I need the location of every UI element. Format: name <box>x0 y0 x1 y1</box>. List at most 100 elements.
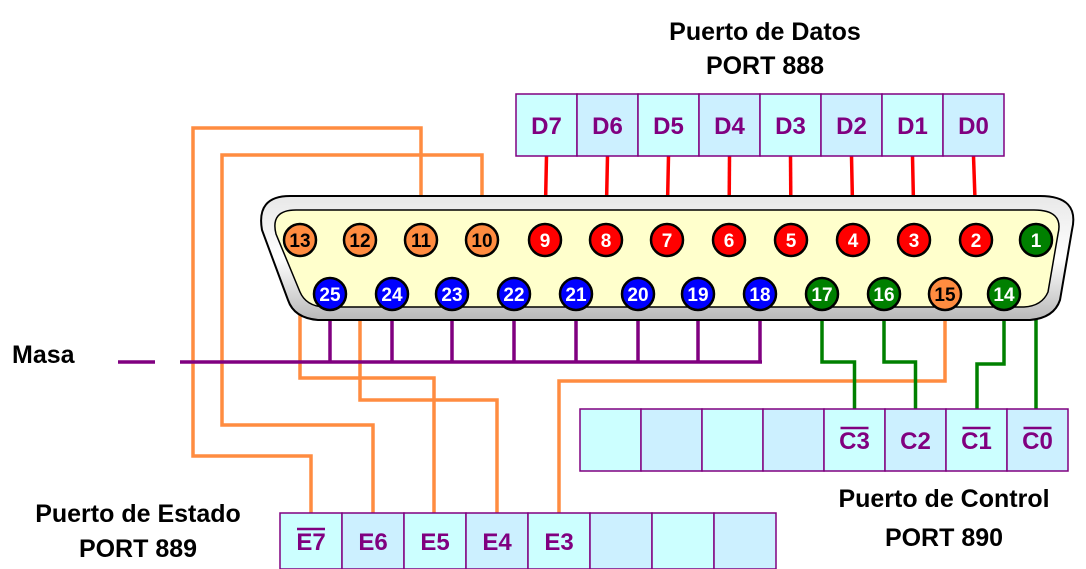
data-port-cell-4 <box>759 93 822 157</box>
pin-8-label: 8 <box>601 231 612 252</box>
pin-16-label: 16 <box>873 285 894 306</box>
status-wire-pin-11 <box>191 126 423 513</box>
pin-21: 21 <box>558 276 594 312</box>
control-wire-pin-16 <box>882 306 918 409</box>
pin-6-circle <box>711 222 747 258</box>
pin-20-label: 20 <box>627 285 648 306</box>
status-wire-pin-12 <box>358 252 499 513</box>
pin-22-circle <box>496 276 532 312</box>
pin-10-circle <box>464 222 500 258</box>
pin-6: 6 <box>711 222 747 258</box>
data-port-cell-7 <box>942 93 1005 157</box>
pin-9: 9 <box>527 222 563 258</box>
control-port-cell-0 <box>579 408 642 472</box>
status-port-bit-E6: E6 <box>358 529 387 556</box>
control-wire-pin-14 <box>975 306 1006 409</box>
data-port-bit-D0: D0 <box>958 113 989 140</box>
pin-22: 22 <box>496 276 532 312</box>
control-port-bit-C1: C1 <box>961 428 992 455</box>
control-port-cell-7 <box>1006 408 1069 472</box>
pin-14-label: 14 <box>993 285 1015 306</box>
status-port-cell-5 <box>589 512 653 569</box>
pin-3-circle <box>896 222 932 258</box>
pin-5-label: 5 <box>786 231 797 252</box>
control-port-cell-6 <box>945 408 1008 472</box>
data-port-cell-3 <box>698 93 761 157</box>
status-port-cell-6 <box>651 512 715 569</box>
pin-17-circle <box>804 276 840 312</box>
pin-6-label: 6 <box>724 231 735 252</box>
pin-19-label: 19 <box>687 285 708 306</box>
pin-1: 1 <box>1018 222 1054 258</box>
control-port-title: Puerto de Control <box>838 485 1049 513</box>
control-port-bit-C3: C3 <box>839 428 870 455</box>
pin-5-circle <box>773 222 809 258</box>
pin-24-circle <box>374 276 410 312</box>
pin-13-circle <box>282 222 318 258</box>
pin-18: 18 <box>742 276 778 312</box>
pin-21-circle <box>558 276 594 312</box>
control-wire-pin-17 <box>820 306 857 409</box>
pin-4: 4 <box>835 222 871 258</box>
pin-15-circle <box>927 276 963 312</box>
status-port-bit-E4: E4 <box>482 529 512 556</box>
pin-9-circle <box>527 222 563 258</box>
status-port-cell-7 <box>713 512 777 569</box>
pin-16: 16 <box>866 276 902 312</box>
control-port-cell-3 <box>762 408 825 472</box>
pin-3: 3 <box>896 222 932 258</box>
pin-1-circle <box>1018 222 1054 258</box>
status-port-cell-0 <box>279 512 343 569</box>
pin-7-circle <box>649 222 685 258</box>
pin-21-label: 21 <box>565 285 587 306</box>
pin-18-circle <box>742 276 778 312</box>
status-port-bit-E7: E7 <box>296 529 325 556</box>
pin-5: 5 <box>773 222 809 258</box>
status-port-address: PORT 889 <box>79 535 197 563</box>
pin-12: 12 <box>342 222 378 258</box>
pin-14-circle <box>986 276 1022 312</box>
pin-17: 17 <box>804 276 840 312</box>
pin-23: 23 <box>434 276 470 312</box>
pin-13: 13 <box>282 222 318 258</box>
pin-2: 2 <box>958 222 994 258</box>
pin-1-label: 1 <box>1031 231 1042 252</box>
pin-11-circle <box>403 222 439 258</box>
pin-13-label: 13 <box>289 231 310 252</box>
pin-14: 14 <box>986 276 1022 312</box>
pin-23-label: 23 <box>441 285 462 306</box>
status-wire-pin-10 <box>220 153 484 513</box>
pin-8-circle <box>588 222 624 258</box>
data-port-bit-D2: D2 <box>836 113 867 140</box>
pin-2-label: 2 <box>971 231 982 252</box>
pin-4-circle <box>835 222 871 258</box>
control-port-bit-C0: C0 <box>1022 428 1053 455</box>
data-port-bit-D6: D6 <box>592 113 623 140</box>
pin-25: 25 <box>312 276 348 312</box>
pin-25-label: 25 <box>319 285 341 306</box>
status-port-cell-3 <box>465 512 529 569</box>
status-wire-pin-15 <box>557 306 947 513</box>
control-port-cell-1 <box>640 408 703 472</box>
pin-2-circle <box>958 222 994 258</box>
connector-pins: 1234567891011121314151617181920212223242… <box>282 222 1054 312</box>
pin-12-circle <box>342 222 378 258</box>
control-port-cell-4 <box>823 408 886 472</box>
pin-10-label: 10 <box>471 231 492 252</box>
pin-16-circle <box>866 276 902 312</box>
data-port-cell-1 <box>576 93 639 157</box>
pin-25-circle <box>312 276 348 312</box>
pin-11-label: 11 <box>411 231 432 252</box>
data-port-bit-D3: D3 <box>775 113 806 140</box>
pin-19-circle <box>680 276 716 312</box>
control-port-cell-5 <box>884 408 947 472</box>
pin-8: 8 <box>588 222 624 258</box>
status-port-bit-E5: E5 <box>420 529 449 556</box>
ground-label: Masa <box>12 341 76 369</box>
pin-15: 15 <box>927 276 963 312</box>
data-port-cell-5 <box>820 93 883 157</box>
pin-20-circle <box>620 276 656 312</box>
pin-20: 20 <box>620 276 656 312</box>
